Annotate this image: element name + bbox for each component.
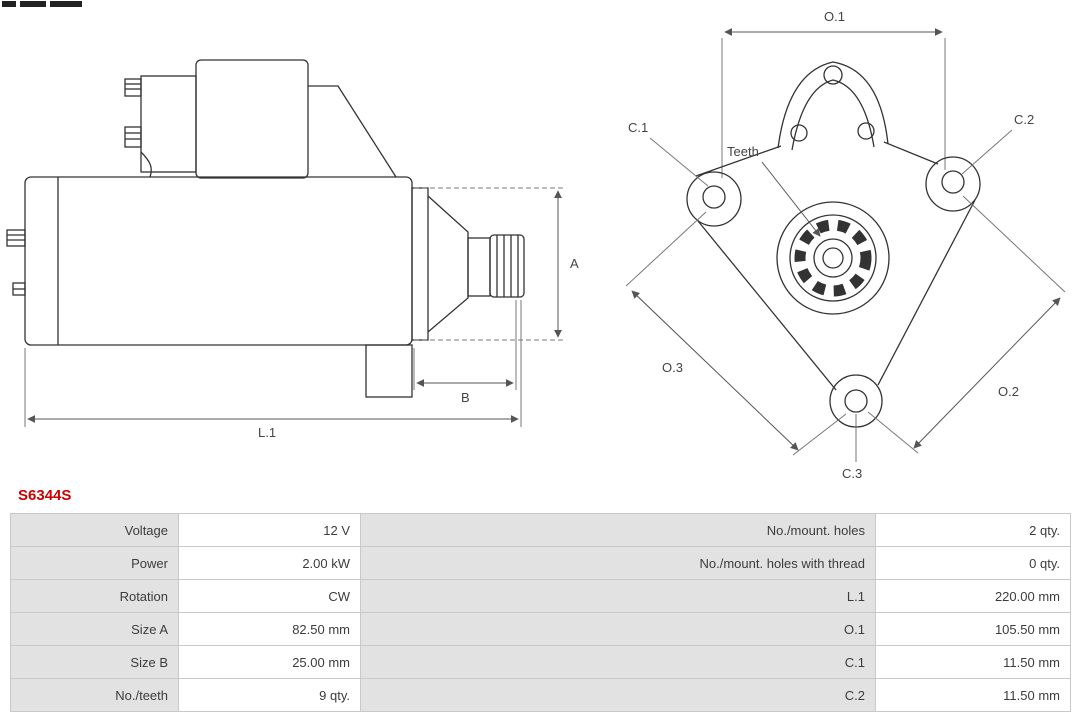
gear-teeth-ring (794, 219, 872, 297)
starter-side-view: A B L.1 (6, 59, 579, 440)
table-row: Size A 82.50 mm O.1 105.50 mm (10, 612, 1071, 646)
dim-label-l1: L.1 (258, 425, 276, 440)
spec-value-cell: 9 qty. (178, 678, 361, 712)
spec-value-cell: CW (178, 579, 361, 613)
spec-label-cell: C.2 (360, 678, 876, 712)
mounting-hole-c1 (702, 185, 726, 209)
spec-value-cell: 2.00 kW (178, 546, 361, 580)
table-row: No./teeth 9 qty. C.2 11.50 mm (10, 678, 1071, 712)
table-row: Rotation CW L.1 220.00 mm (10, 579, 1071, 613)
spec-value-cell: 25.00 mm (178, 645, 361, 679)
spec-label-cell: Power (10, 546, 179, 580)
spec-label-cell: C.1 (360, 645, 876, 679)
spec-value-cell: 105.50 mm (875, 612, 1071, 646)
motor-body (24, 176, 413, 346)
spec-value-cell: 11.50 mm (875, 678, 1071, 712)
spec-label-cell: L.1 (360, 579, 876, 613)
technical-drawing: A B L.1 O.1 (2, 1, 1066, 481)
spec-value-cell: 11.50 mm (875, 645, 1071, 679)
spec-value-cell: 12 V (178, 513, 361, 547)
mounting-hole-c2 (941, 170, 965, 194)
technical-drawing-area: A B L.1 O.1 (2, 1, 1066, 481)
table-row: Power 2.00 kW No./mount. holes with thre… (10, 546, 1071, 580)
spec-label-cell: Size A (10, 612, 179, 646)
spec-label-cell: No./mount. holes (360, 513, 876, 547)
dim-label-c3: C.3 (842, 466, 862, 481)
dim-label-o2: O.2 (998, 384, 1019, 399)
spec-table: Voltage 12 V No./mount. holes 2 qty. Pow… (10, 513, 1071, 712)
watermark-fragment (2, 1, 82, 7)
teeth-label: Teeth (727, 144, 759, 159)
part-number: S6344S (18, 487, 72, 504)
dim-label-c2: C.2 (1014, 112, 1034, 127)
spec-label-cell: No./mount. holes with thread (360, 546, 876, 580)
dim-label-o3: O.3 (662, 360, 683, 375)
dim-label-c1: C.1 (628, 120, 648, 135)
spec-label-cell: Size B (10, 645, 179, 679)
table-row: Size B 25.00 mm C.1 11.50 mm (10, 645, 1071, 679)
mounting-foot (365, 344, 413, 398)
table-row: Voltage 12 V No./mount. holes 2 qty. (10, 513, 1071, 547)
spec-value-cell: 2 qty. (875, 513, 1071, 547)
spec-value-cell: 0 qty. (875, 546, 1071, 580)
dim-label-a: A (570, 256, 579, 271)
starter-front-view: O.1 (625, 9, 1066, 481)
dim-label-o1: O.1 (824, 9, 845, 24)
pinion-gear (489, 234, 525, 298)
spec-value-cell: 82.50 mm (178, 612, 361, 646)
solenoid (195, 59, 309, 179)
spec-label-cell: Voltage (10, 513, 179, 547)
spec-label-cell: No./teeth (10, 678, 179, 712)
dim-label-b: B (461, 390, 470, 405)
spec-value-cell: 220.00 mm (875, 579, 1071, 613)
spec-label-cell: Rotation (10, 579, 179, 613)
spec-label-cell: O.1 (360, 612, 876, 646)
mounting-hole-c3 (844, 389, 868, 413)
